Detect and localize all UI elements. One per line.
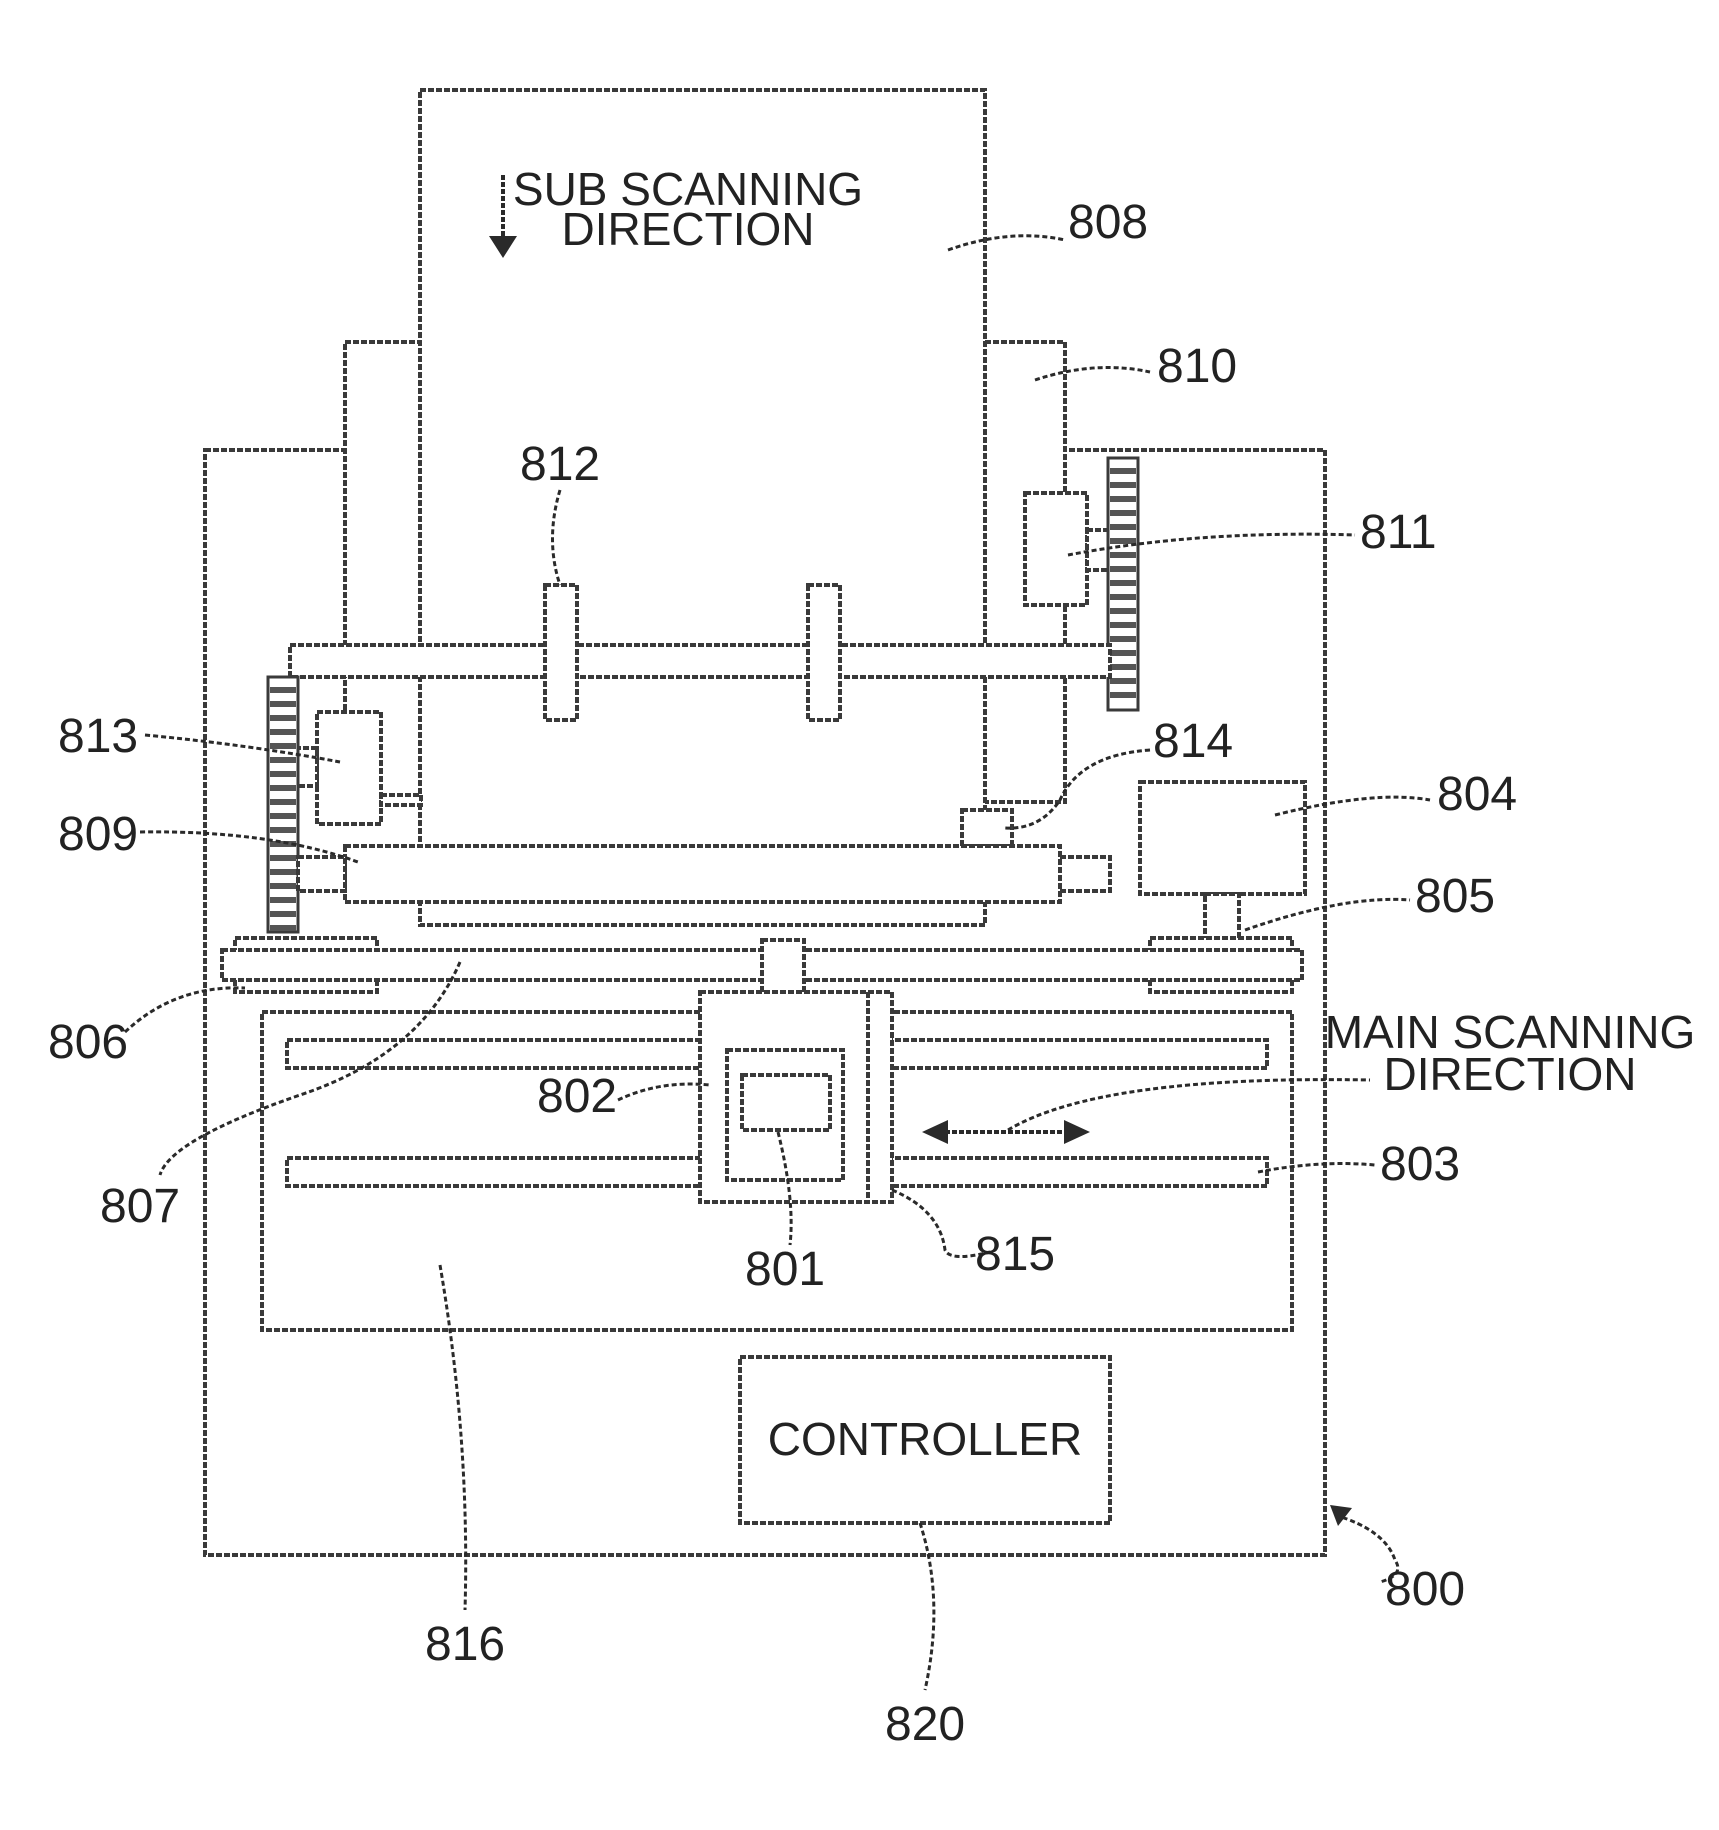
gear-tooth — [1110, 692, 1136, 698]
gear-tooth — [270, 729, 296, 735]
gear-tooth — [270, 883, 296, 889]
gear-tooth — [270, 715, 296, 721]
gear-tooth — [270, 827, 296, 833]
gear-tooth — [1110, 468, 1136, 474]
gear-tooth — [270, 813, 296, 819]
gear-tooth — [1110, 608, 1136, 614]
roller-812-a — [545, 585, 577, 720]
gear-tooth — [270, 925, 296, 931]
gear-tooth — [1110, 580, 1136, 586]
leader-800-arrowhead — [1330, 1505, 1352, 1526]
gear-tooth — [1110, 636, 1136, 642]
belt-clamp — [762, 940, 804, 992]
feed-roller-shaft — [290, 645, 1110, 677]
ref-809: 809 — [58, 808, 138, 861]
roller-809 — [345, 846, 1060, 902]
ref-820: 820 — [885, 1698, 965, 1751]
ref-815: 815 — [975, 1228, 1055, 1281]
motor-811-shaft — [1087, 530, 1109, 570]
gear-tooth — [1110, 650, 1136, 656]
gear-tooth — [1110, 510, 1136, 516]
roller-812-b — [808, 585, 840, 720]
ref-807: 807 — [100, 1180, 180, 1233]
ref-803: 803 — [1380, 1138, 1460, 1191]
ref-805: 805 — [1415, 870, 1495, 923]
gear-tooth — [1110, 482, 1136, 488]
gear-tooth — [270, 897, 296, 903]
ref-811: 811 — [1360, 506, 1437, 559]
gear-tooth — [1110, 496, 1136, 502]
ref-806: 806 — [48, 1016, 128, 1069]
controller-label: CONTROLLER — [768, 1413, 1082, 1465]
recovery-unit-804 — [1140, 782, 1305, 894]
nozzle-801 — [742, 1075, 830, 1130]
gear-tooth — [270, 911, 296, 917]
gear-tooth — [270, 771, 296, 777]
gear-tooth — [1110, 622, 1136, 628]
ref-816: 816 — [425, 1618, 505, 1671]
gear-tooth — [270, 785, 296, 791]
roller-809-right-shaft — [1060, 857, 1110, 891]
motor-813-bracket — [381, 795, 421, 805]
gear-tooth — [1110, 538, 1136, 544]
gear-tooth — [270, 869, 296, 875]
ref-804: 804 — [1437, 768, 1517, 821]
roller-809-left-shaft — [298, 857, 345, 891]
sub-scanning-label-2: DIRECTION — [562, 203, 815, 255]
gear-tooth — [270, 743, 296, 749]
sensor-814 — [962, 810, 1012, 846]
gear-tooth — [270, 687, 296, 693]
ref-800: 800 — [1385, 1563, 1465, 1616]
ref-801: 801 — [745, 1243, 825, 1296]
gear-tooth — [1110, 566, 1136, 572]
gear-tooth — [1110, 552, 1136, 558]
gear-tooth — [1110, 524, 1136, 530]
ref-813: 813 — [58, 710, 138, 763]
ref-812: 812 — [520, 438, 600, 491]
ref-808: 808 — [1068, 196, 1148, 249]
gear-tooth — [270, 701, 296, 707]
ref-810: 810 — [1157, 340, 1237, 393]
ref-814: 814 — [1153, 715, 1233, 768]
gear-tooth — [1110, 594, 1136, 600]
ref-802: 802 — [537, 1070, 617, 1123]
motor-813 — [317, 712, 381, 824]
gear-tooth — [270, 799, 296, 805]
gear-tooth — [270, 757, 296, 763]
main-scanning-label-2: DIRECTION — [1384, 1048, 1637, 1100]
gear-tooth — [1110, 664, 1136, 670]
motor-811 — [1025, 493, 1087, 605]
gear-tooth — [1110, 678, 1136, 684]
post-805 — [1205, 894, 1239, 940]
gear-tooth — [270, 855, 296, 861]
